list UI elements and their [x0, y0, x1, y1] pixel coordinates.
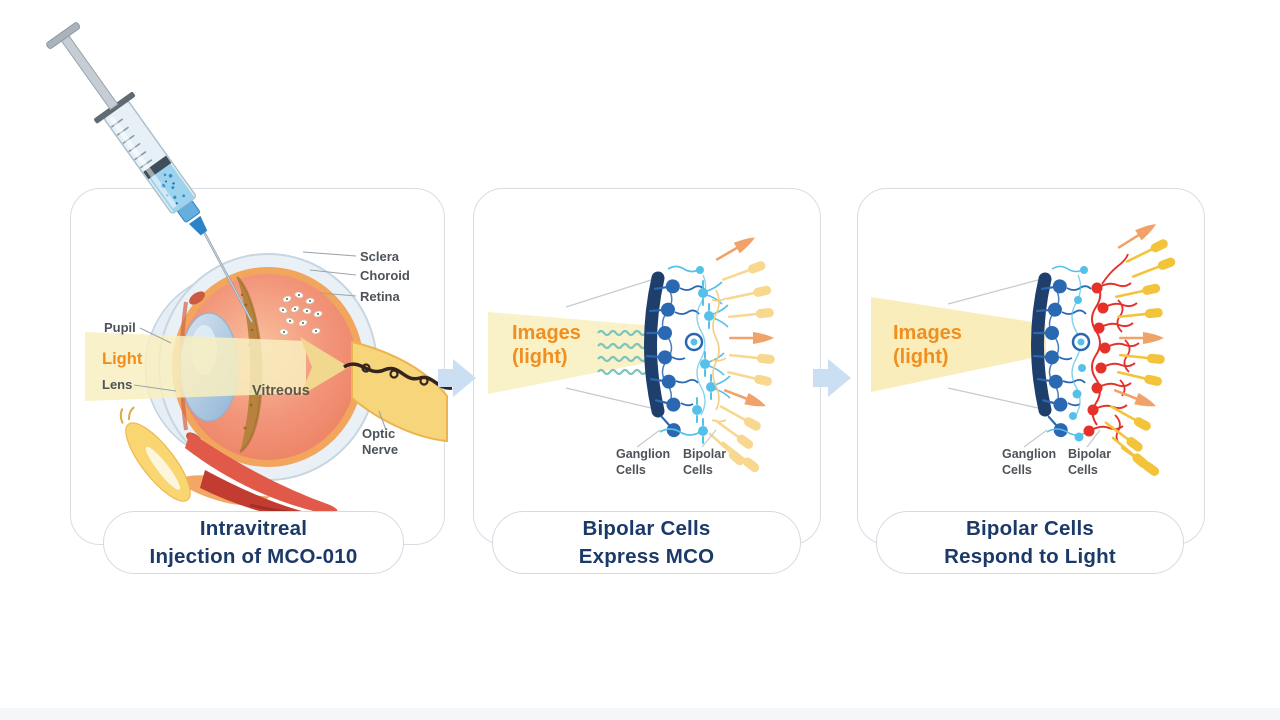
caption-line: Injection of MCO-010	[149, 544, 358, 568]
photoreceptor-links-2	[711, 289, 727, 423]
ring-cell-core-3	[1077, 338, 1085, 346]
ganglion-axons-3	[1048, 285, 1092, 407]
bipolar-dendrites-red-3	[1091, 253, 1140, 446]
label-choroid: Choroid	[360, 268, 410, 283]
label-ganglion-2: Ganglion	[616, 447, 670, 461]
label-bipolar-cells-3: Cells	[1068, 463, 1098, 477]
needle-highlight	[203, 231, 253, 323]
label-light: Light	[102, 350, 143, 368]
label-bipolar-cells-2: Cells	[683, 463, 713, 477]
retina-cells-express: Images (light) Ganglion Cells Bipolar Ce…	[488, 232, 776, 477]
blocked-light-waves	[597, 329, 647, 376]
images-light-beam-2	[488, 312, 656, 394]
caption-line: Bipolar Cells	[582, 516, 711, 540]
arrow-panel1-to-panel2	[438, 359, 476, 397]
label-sclera: Sclera	[360, 249, 400, 264]
bottom-edge-strip	[0, 708, 1280, 720]
eye-labels: Sclera Choroid Retina Pupil Light Lens V…	[102, 249, 410, 457]
label-images-3: Images	[893, 322, 962, 344]
mco-droplets	[278, 291, 323, 336]
bipolar-dendrites-2	[659, 265, 731, 436]
label-bipolar-2: Bipolar	[683, 447, 726, 461]
eye-muscles	[119, 406, 338, 523]
retina-cells-respond: Images (light) Ganglion Cells Bipolar Ce…	[871, 219, 1177, 478]
label-images-light-2: (light)	[512, 346, 568, 368]
caption-line: Intravitreal	[199, 516, 308, 540]
caption-bipolar-express: Bipolar Cells Express MCO	[492, 511, 801, 574]
label-optic-1: Optic	[362, 426, 395, 441]
caption-bipolar-respond: Bipolar Cells Respond to Light	[876, 511, 1184, 574]
photoreceptors-2	[705, 232, 776, 474]
ring-cell-core-2	[690, 338, 698, 346]
photoreceptors-3	[1102, 219, 1177, 478]
caption-line: Bipolar Cells	[966, 516, 1094, 540]
ganglion-axons-2	[661, 285, 705, 407]
caption-intravitreal-injection: Intravitreal Injection of MCO-010	[103, 511, 404, 574]
optic-nerve-stalk	[351, 340, 448, 443]
syringe	[46, 22, 208, 236]
bipolar-cells-2	[692, 266, 716, 444]
images-light-beam-3	[871, 297, 1046, 392]
iris-top	[189, 291, 205, 305]
light-beam-arrowhead	[300, 337, 349, 396]
caption-line: Express MCO	[578, 544, 715, 568]
label-pupil: Pupil	[104, 320, 136, 335]
label-retina: Retina	[360, 289, 401, 304]
label-images-2: Images	[512, 322, 581, 344]
arrow-panel2-to-panel3	[813, 359, 851, 397]
label-ganglion-cells-2: Cells	[616, 463, 646, 477]
label-lens: Lens	[102, 377, 132, 392]
light-beam	[85, 332, 306, 401]
label-vitreous: Vitreous	[252, 383, 310, 399]
caption-line: Respond to Light	[944, 544, 1116, 568]
syringe-liquid-dots	[165, 180, 178, 205]
optic-nerve-fiber	[343, 362, 453, 390]
label-bipolar-3: Bipolar	[1068, 447, 1111, 461]
label-ganglion-3: Ganglion	[1002, 447, 1056, 461]
eye-illustration	[85, 231, 453, 523]
label-optic-2: Nerve	[362, 442, 398, 457]
label-images-light-3: (light)	[893, 346, 949, 368]
retina-membrane-2	[644, 271, 665, 418]
retina-membrane-3	[1031, 272, 1052, 417]
label-ganglion-cells-3: Cells	[1002, 463, 1032, 477]
